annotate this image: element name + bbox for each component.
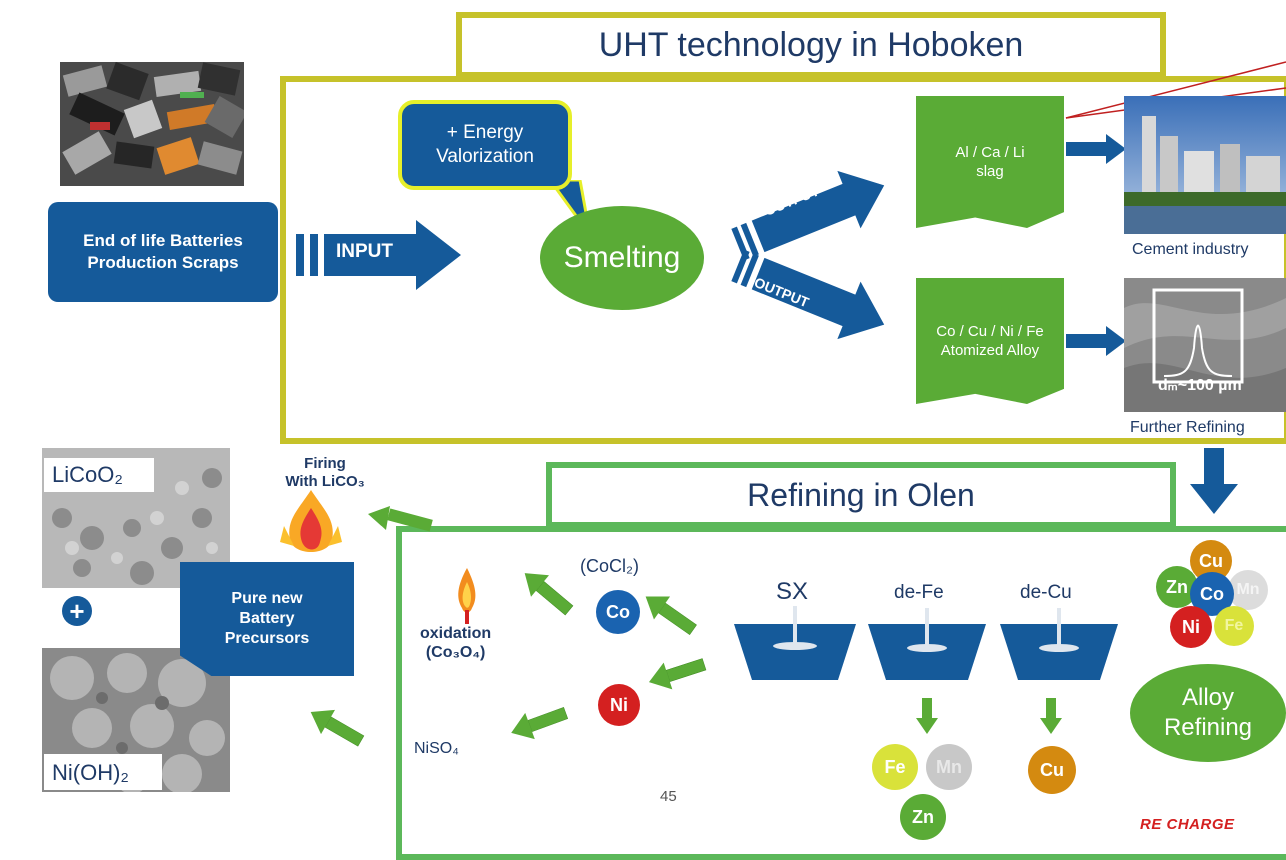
cement-plant-image — [1124, 96, 1286, 234]
licoo2-label: LiCoO₂ — [52, 462, 123, 487]
recharge-logo: RE CHARGE — [1140, 816, 1235, 833]
cement-industry-caption: Cement industry — [1132, 241, 1249, 258]
cluster-co-circle: Co — [1190, 572, 1234, 616]
oxidation-flame-icon — [458, 568, 476, 624]
hoboken-frame — [280, 76, 1286, 444]
slag-to-cement-arrow — [1066, 134, 1126, 164]
input-label: INPUT — [336, 241, 393, 262]
atomized-alloy-box: Co / Cu / Ni / Fe Atomized Alloy — [916, 278, 1064, 404]
particle-size-label: dₘ~100 µm — [1158, 377, 1242, 394]
firing-label: Firing With LiCO₃ — [285, 455, 365, 490]
battery-scrap-photo — [60, 62, 244, 186]
cluster-ni-circle: Ni — [1170, 606, 1212, 648]
decu-label: de-Cu — [1020, 582, 1072, 603]
olen-title: Refining in Olen — [546, 462, 1176, 528]
nioh2-label-bg — [44, 754, 162, 790]
further-refining-caption: Further Refining — [1130, 419, 1245, 436]
precursor-to-firing-arrow — [368, 506, 433, 532]
energy-valorization-callout: + Energy Valorization — [398, 100, 572, 190]
decu-tank-icon — [1000, 608, 1118, 680]
nioh2-label: Ni(OH)₂ — [52, 760, 129, 785]
end-of-life-batteries-box: End of life Batteries Production Scraps — [48, 202, 278, 302]
olen-green-arrows — [303, 561, 709, 754]
fe-circle: Fe — [872, 744, 918, 790]
down-arrow-to-olen — [1190, 448, 1238, 514]
sx-tank-icon — [734, 606, 856, 680]
cluster-mn-circle: Mn — [1228, 570, 1268, 610]
firing-flame-icon — [280, 490, 342, 552]
ni-circle: Ni — [598, 684, 640, 726]
niso4-label: NiSO₄ — [414, 740, 459, 757]
battery-precursors-box: Pure new Battery Precursors — [180, 562, 354, 676]
alloy-refining-node: Alloy Refining — [1130, 664, 1286, 762]
cluster-fe-circle: Fe — [1214, 606, 1254, 646]
slag-box: Al / Ca / Li slag — [916, 96, 1064, 228]
plus-symbol: + — [62, 596, 92, 626]
alloy-to-refining-arrow — [1066, 326, 1126, 356]
cu-circle: Cu — [1028, 746, 1076, 794]
defe-down-arrow — [916, 698, 938, 734]
hoboken-title: UHT technology in Hoboken — [456, 12, 1166, 78]
zn-circle: Zn — [900, 794, 946, 840]
oxidation-label: oxidation (Co₃O₄) — [420, 625, 492, 662]
output-arrow-upper — [731, 170, 885, 260]
input-arrow — [296, 220, 461, 290]
co-circle: Co — [596, 590, 640, 634]
decu-down-arrow — [1040, 698, 1062, 734]
defe-label: de-Fe — [894, 582, 944, 603]
battery-scrap-image — [60, 62, 244, 186]
defe-tank-icon — [868, 608, 986, 680]
output-arrow-lower — [731, 250, 885, 340]
mn-circle: Mn — [926, 744, 972, 790]
particle-micrograph-image — [1124, 278, 1286, 412]
sx-label: SX — [776, 578, 809, 605]
smelting-node: Smelting — [540, 206, 704, 310]
cement-industry-photo — [1124, 96, 1286, 234]
page-number: 45 — [660, 788, 677, 805]
atomized-particle-photo — [1124, 278, 1286, 412]
cocl2-label: (CoCl₂) — [580, 556, 639, 576]
